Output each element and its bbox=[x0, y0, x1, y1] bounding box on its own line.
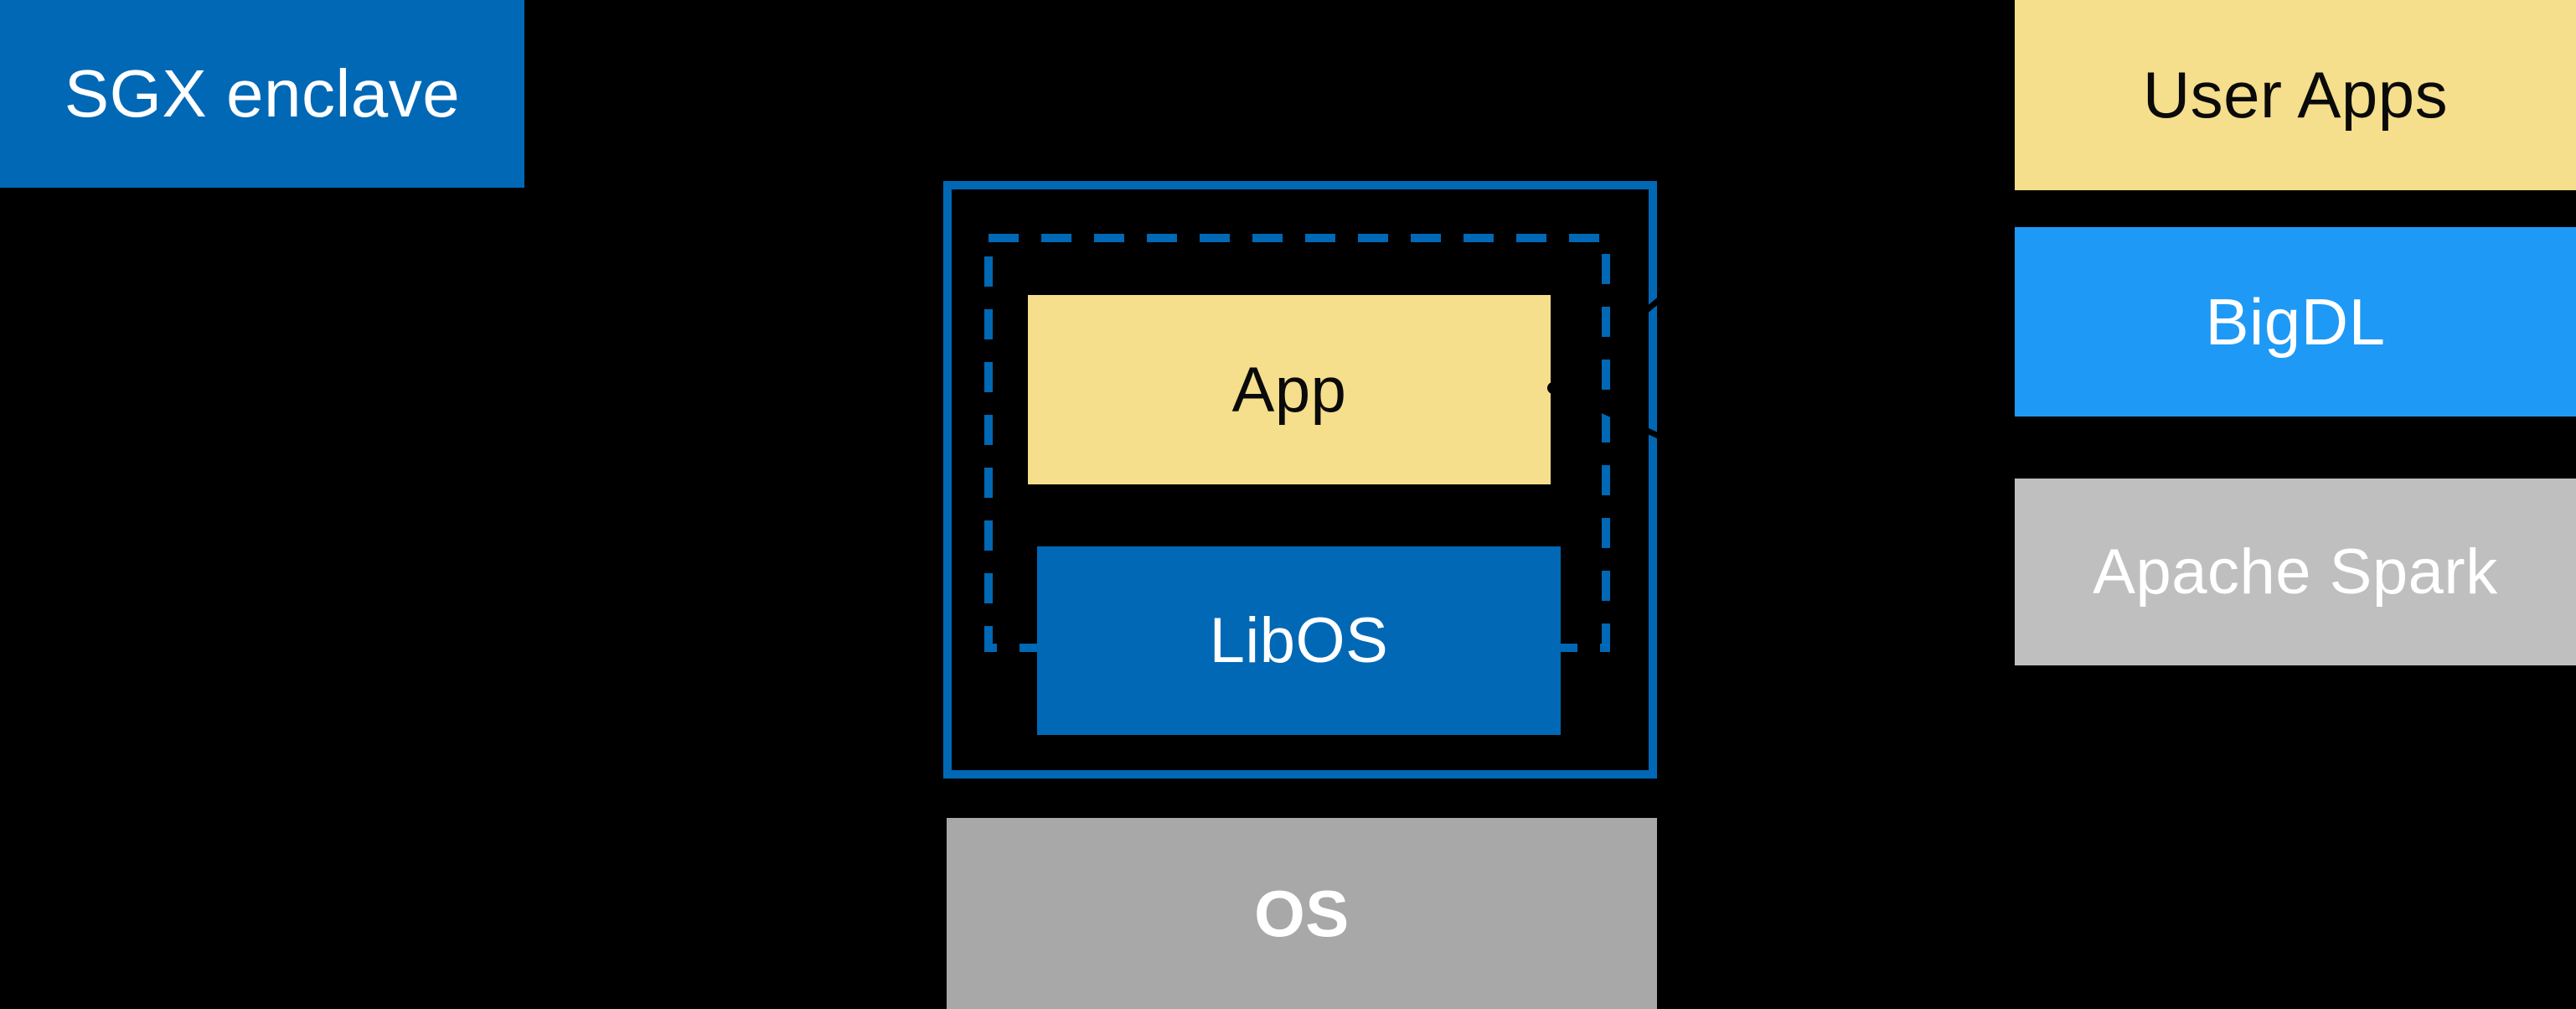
os-label: OS bbox=[1254, 876, 1350, 950]
stack-bigdl-box: BigDL bbox=[2015, 227, 2576, 417]
sgx-enclave-label-box: SGX enclave bbox=[0, 0, 524, 188]
sgx-label-leader-line bbox=[525, 513, 989, 650]
arrowhead-dot-app bbox=[1547, 382, 1559, 394]
libos-box: LibOS bbox=[1037, 546, 1561, 735]
enclave-outer-border-box bbox=[943, 181, 1657, 779]
stack-user-apps-box: User Apps bbox=[2015, 0, 2576, 190]
apache-spark-label: Apache Spark bbox=[2093, 536, 2498, 608]
callout-line-userapps-to-app bbox=[1551, 3, 2016, 391]
os-box: OS bbox=[947, 818, 1657, 1009]
sgx-enclave-label: SGX enclave bbox=[64, 56, 461, 131]
libos-label: LibOS bbox=[1209, 605, 1389, 676]
stack-apache-spark-box: Apache Spark bbox=[2015, 479, 2576, 665]
bigdl-label: BigDL bbox=[2205, 284, 2386, 359]
user-apps-label: User Apps bbox=[2142, 58, 2449, 132]
app-label: App bbox=[1231, 354, 1347, 426]
app-box: App bbox=[1028, 295, 1551, 484]
arrowhead-dot-sgx bbox=[520, 510, 532, 521]
callout-line-spark-to-app bbox=[1551, 385, 2012, 599]
